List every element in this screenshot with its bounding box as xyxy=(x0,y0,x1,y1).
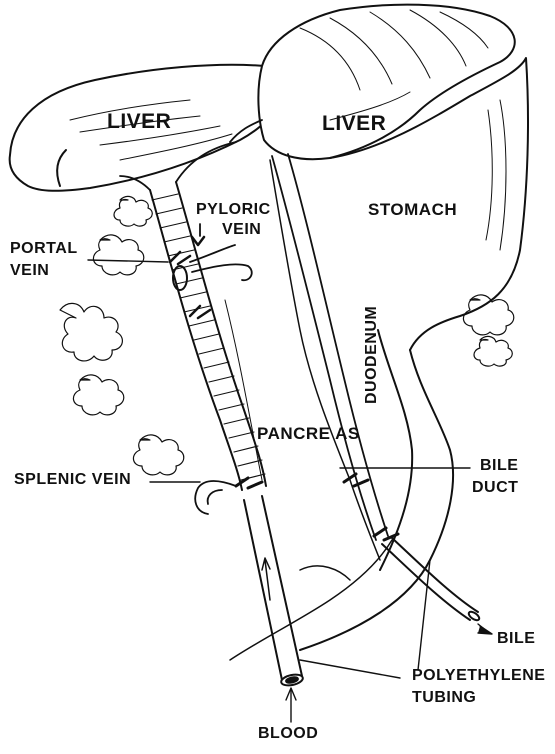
liver-right-lobe xyxy=(258,5,514,160)
label-bile-duct-line2: DUCT xyxy=(472,480,518,496)
label-portal-vein-line2: VEIN xyxy=(10,263,49,279)
label-stomach: STOMACH xyxy=(368,201,457,218)
leader-polyethylene-a xyxy=(300,660,400,678)
label-polyethylene-line1: POLYETHYLENE xyxy=(412,668,545,684)
splenic-vein xyxy=(195,481,236,514)
label-pyloric-vein-line2: VEIN xyxy=(222,222,261,238)
duodenum-outline xyxy=(230,330,453,660)
label-portal-vein-line1: PORTAL xyxy=(10,241,78,257)
label-pancreas: PANCRE AS xyxy=(257,425,360,442)
label-bile-duct-line1: BILE xyxy=(480,458,518,474)
blood-tubing xyxy=(244,496,304,687)
label-splenic-vein: SPLENIC VEIN xyxy=(14,472,131,488)
label-bile: BILE xyxy=(497,631,535,647)
bile-tubing xyxy=(382,538,481,622)
leader-lines xyxy=(88,260,492,722)
label-liver-right: LIVER xyxy=(322,113,386,134)
label-polyethylene-line2: TUBING xyxy=(412,690,476,706)
leader-portal-vein xyxy=(88,260,168,262)
label-liver-left: LIVER xyxy=(107,111,171,132)
label-pyloric-vein-line1: PYLORIC xyxy=(196,202,271,218)
label-blood: BLOOD xyxy=(258,726,318,742)
label-duodenum: DUODENUM xyxy=(364,306,380,404)
